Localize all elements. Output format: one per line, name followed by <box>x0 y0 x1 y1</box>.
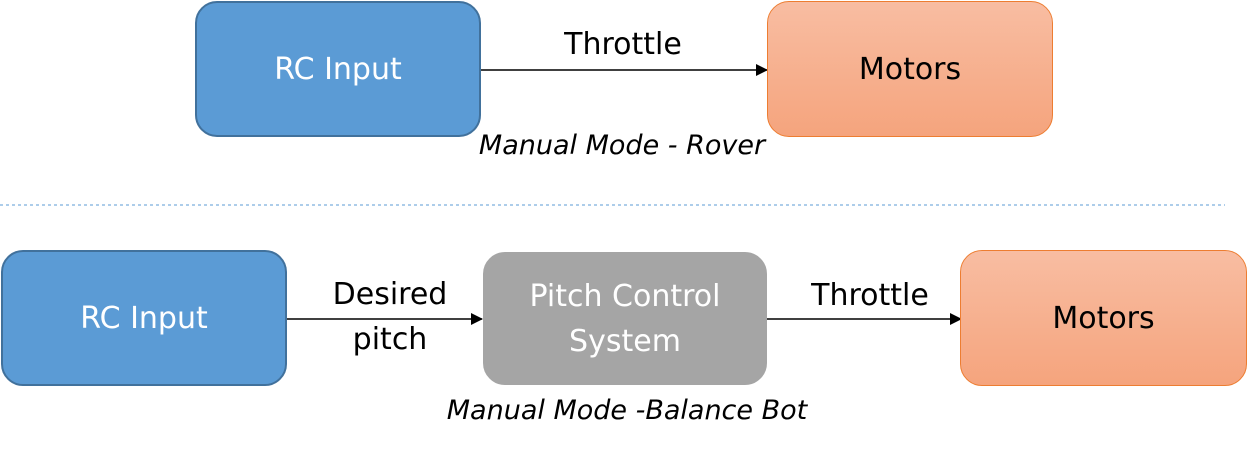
balance-rc-input-box: RC Input <box>1 250 287 386</box>
balance-throttle-label: Throttle <box>811 278 929 313</box>
rover-rc-input-label: RC Input <box>274 51 402 87</box>
desired-pitch-line2: pitch <box>352 322 428 357</box>
balance-motors-box: Motors <box>960 250 1247 386</box>
rover-rc-input-box: RC Input <box>195 1 481 137</box>
rover-caption: Manual Mode - Rover <box>478 130 766 161</box>
pitch-control-line2: System <box>569 323 681 359</box>
balance-rc-input-label: RC Input <box>80 300 208 336</box>
balance-motors-label: Motors <box>1052 300 1155 336</box>
desired-pitch-line1: Desired <box>332 277 448 312</box>
rover-motors-label: Motors <box>858 51 962 87</box>
rover-motors-box: Motors <box>767 1 1053 137</box>
balance-caption: Manual Mode -Balance Bot <box>446 395 808 426</box>
rover-throttle-label: Throttle <box>564 27 682 62</box>
pitch-control-line1: Pitch Control <box>529 278 721 314</box>
desired-pitch-label: Desired pitch <box>300 272 480 362</box>
pitch-control-system-box: Pitch Control System <box>483 252 767 385</box>
